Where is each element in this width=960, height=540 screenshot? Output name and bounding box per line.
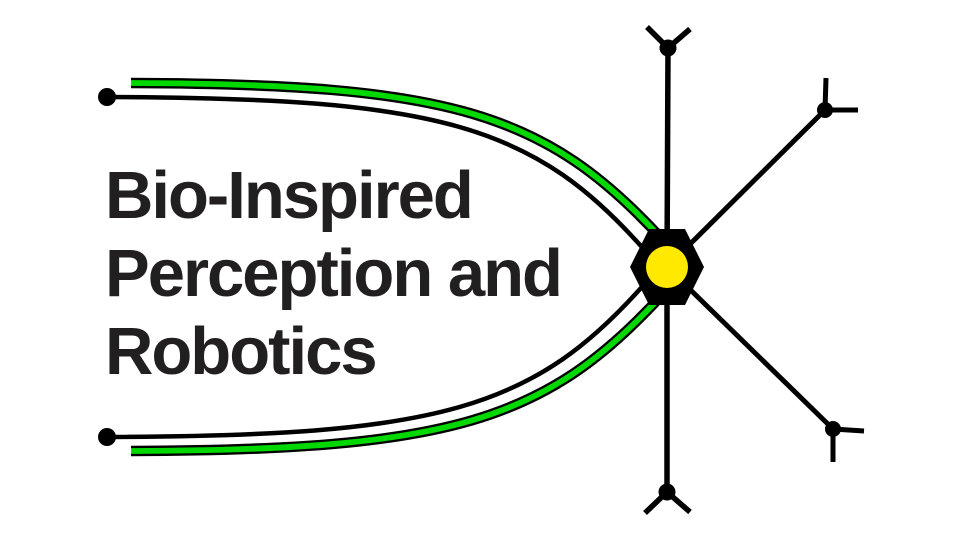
title-line-2: Perception and — [105, 236, 563, 311]
dendrite-ur-node-dot — [817, 102, 833, 118]
axon-bundle-bottom-icon — [98, 278, 666, 457]
dendrite-lr-line — [665, 265, 835, 431]
axon-fiber-top — [106, 94, 650, 256]
title-line-1: Bio-Inspired — [105, 158, 474, 233]
axon-core-top — [130, 80, 665, 241]
dendrite-lower-right-icon — [665, 265, 865, 462]
axon-bundle-top-icon — [98, 77, 666, 256]
axon-fiber-bottom — [106, 278, 650, 440]
nucleus-circle-icon — [646, 246, 688, 288]
dendrite-upper-right-icon — [665, 77, 858, 269]
axon-end-dot-top — [98, 88, 116, 106]
axon-end-dot-bottom — [98, 428, 116, 446]
dendrite-up-node-dot — [659, 39, 677, 57]
dendrite-down-node-dot — [658, 483, 676, 501]
logo-title: Bio-Inspired Perception and Robotics — [105, 157, 563, 391]
title-line-3: Robotics — [105, 314, 378, 389]
dendrite-lr-node-dot — [825, 421, 841, 437]
axon-core-bottom — [130, 293, 665, 454]
dendrite-ur-line — [665, 108, 827, 269]
